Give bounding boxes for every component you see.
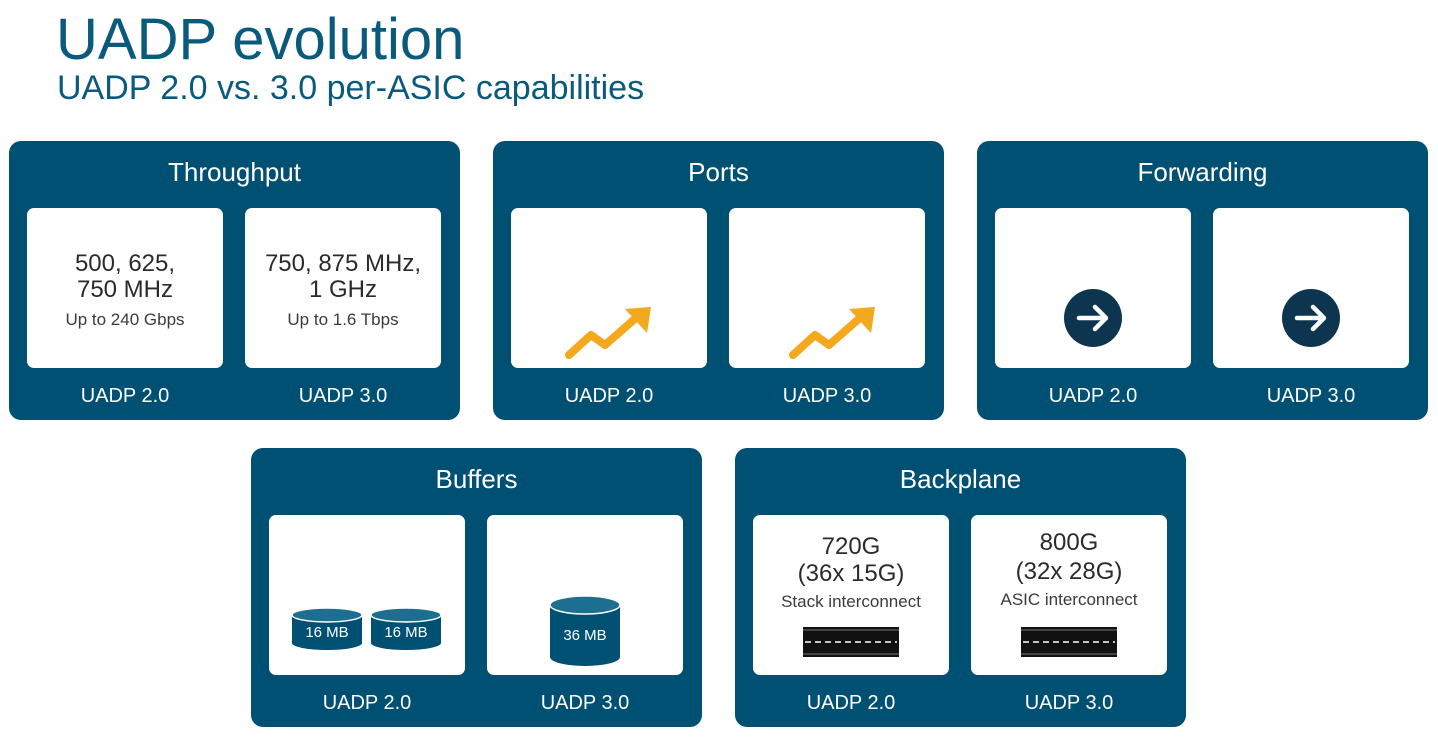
backplane-panel: Backplane 720G (36x 15G) Stack interconn…	[735, 448, 1186, 727]
backplane-card-uadp2: 720G (36x 15G) Stack interconnect	[753, 515, 949, 675]
backplane-card-uadp3: 800G (32x 28G) ASIC interconnect	[971, 515, 1167, 675]
throughput-label-uadp3: UADP 3.0	[298, 385, 388, 407]
buffer-drum-label: 16 MB	[305, 624, 348, 641]
throughput-uadp3-bandwidth: Up to 1.6 Tbps	[287, 310, 399, 329]
page-subtitle: UADP 2.0 vs. 3.0 per-ASIC capabilities	[57, 69, 645, 107]
throughput-uadp3-freq-line2: 1 GHz	[308, 276, 377, 303]
arrow-right-circle-icon	[1282, 289, 1340, 347]
buffers-label-uadp3: UADP 3.0	[540, 692, 630, 714]
throughput-card-uadp3: 750, 875 MHz, 1 GHz Up to 1.6 Tbps	[245, 208, 441, 368]
cable-icon	[1021, 627, 1117, 657]
ports-card-uadp2	[511, 208, 707, 368]
arrow-right-circle-icon	[1064, 289, 1122, 347]
ports-title: Ports	[688, 157, 749, 187]
forwarding-panel: Forwarding UADP 2.0 UADP 3.0	[977, 141, 1428, 420]
buffer-drum-label: 36 MB	[563, 627, 606, 644]
backplane-uadp3-type: ASIC interconnect	[1000, 590, 1138, 609]
buffers-label-uadp2: UADP 2.0	[322, 692, 412, 714]
backplane-title: Backplane	[899, 464, 1022, 494]
page-title: UADP evolution	[56, 7, 465, 72]
trend-up-arrow-icon	[565, 307, 651, 359]
backplane-label-uadp2: UADP 2.0	[806, 692, 896, 714]
storage-drum-icon: 16 MB	[291, 607, 363, 650]
ports-card-uadp3	[729, 208, 925, 368]
throughput-uadp2-bandwidth: Up to 240 Gbps	[65, 310, 185, 329]
backplane-uadp3-lanes: (32x 28G)	[1015, 558, 1123, 585]
backplane-uadp2-capacity: 720G	[821, 533, 881, 560]
backplane-uadp2-lanes: (36x 15G)	[797, 560, 905, 587]
cable-icon	[803, 627, 899, 657]
throughput-title: Throughput	[168, 157, 301, 187]
ports-label-uadp3: UADP 3.0	[782, 385, 872, 407]
backplane-uadp3-capacity: 800G	[1039, 529, 1099, 556]
throughput-uadp2-freq-line2: 750 MHz	[76, 276, 174, 303]
ports-label-uadp2: UADP 2.0	[564, 385, 654, 407]
forwarding-title: Forwarding	[1137, 157, 1268, 187]
forwarding-label-uadp2: UADP 2.0	[1048, 385, 1138, 407]
forwarding-card-uadp2	[995, 208, 1191, 368]
buffers-panel: Buffers 16 MB 16 MB 36 MB UADP 2.0 UADP …	[251, 448, 702, 727]
buffers-title: Buffers	[435, 464, 518, 494]
storage-drum-icon: 16 MB	[370, 607, 442, 650]
throughput-uadp3-freq-line1: 750, 875 MHz,	[264, 250, 422, 277]
buffers-card-uadp2: 16 MB 16 MB	[269, 515, 465, 675]
forwarding-card-uadp3	[1213, 208, 1409, 368]
backplane-uadp2-type: Stack interconnect	[781, 592, 921, 611]
throughput-card-uadp2: 500, 625, 750 MHz Up to 240 Gbps	[27, 208, 223, 368]
backplane-label-uadp3: UADP 3.0	[1024, 692, 1114, 714]
trend-up-arrow-icon	[789, 307, 875, 359]
forwarding-label-uadp3: UADP 3.0	[1266, 385, 1356, 407]
throughput-panel: Throughput 500, 625, 750 MHz Up to 240 G…	[9, 141, 460, 420]
buffers-card-uadp3: 36 MB	[487, 515, 683, 675]
ports-panel: Ports UADP 2.0 UADP 3.0	[493, 141, 944, 420]
buffer-drum-label: 16 MB	[384, 624, 427, 641]
throughput-uadp2-freq-line1: 500, 625,	[74, 250, 176, 277]
throughput-label-uadp2: UADP 2.0	[80, 385, 170, 407]
storage-drum-icon: 36 MB	[549, 595, 621, 666]
